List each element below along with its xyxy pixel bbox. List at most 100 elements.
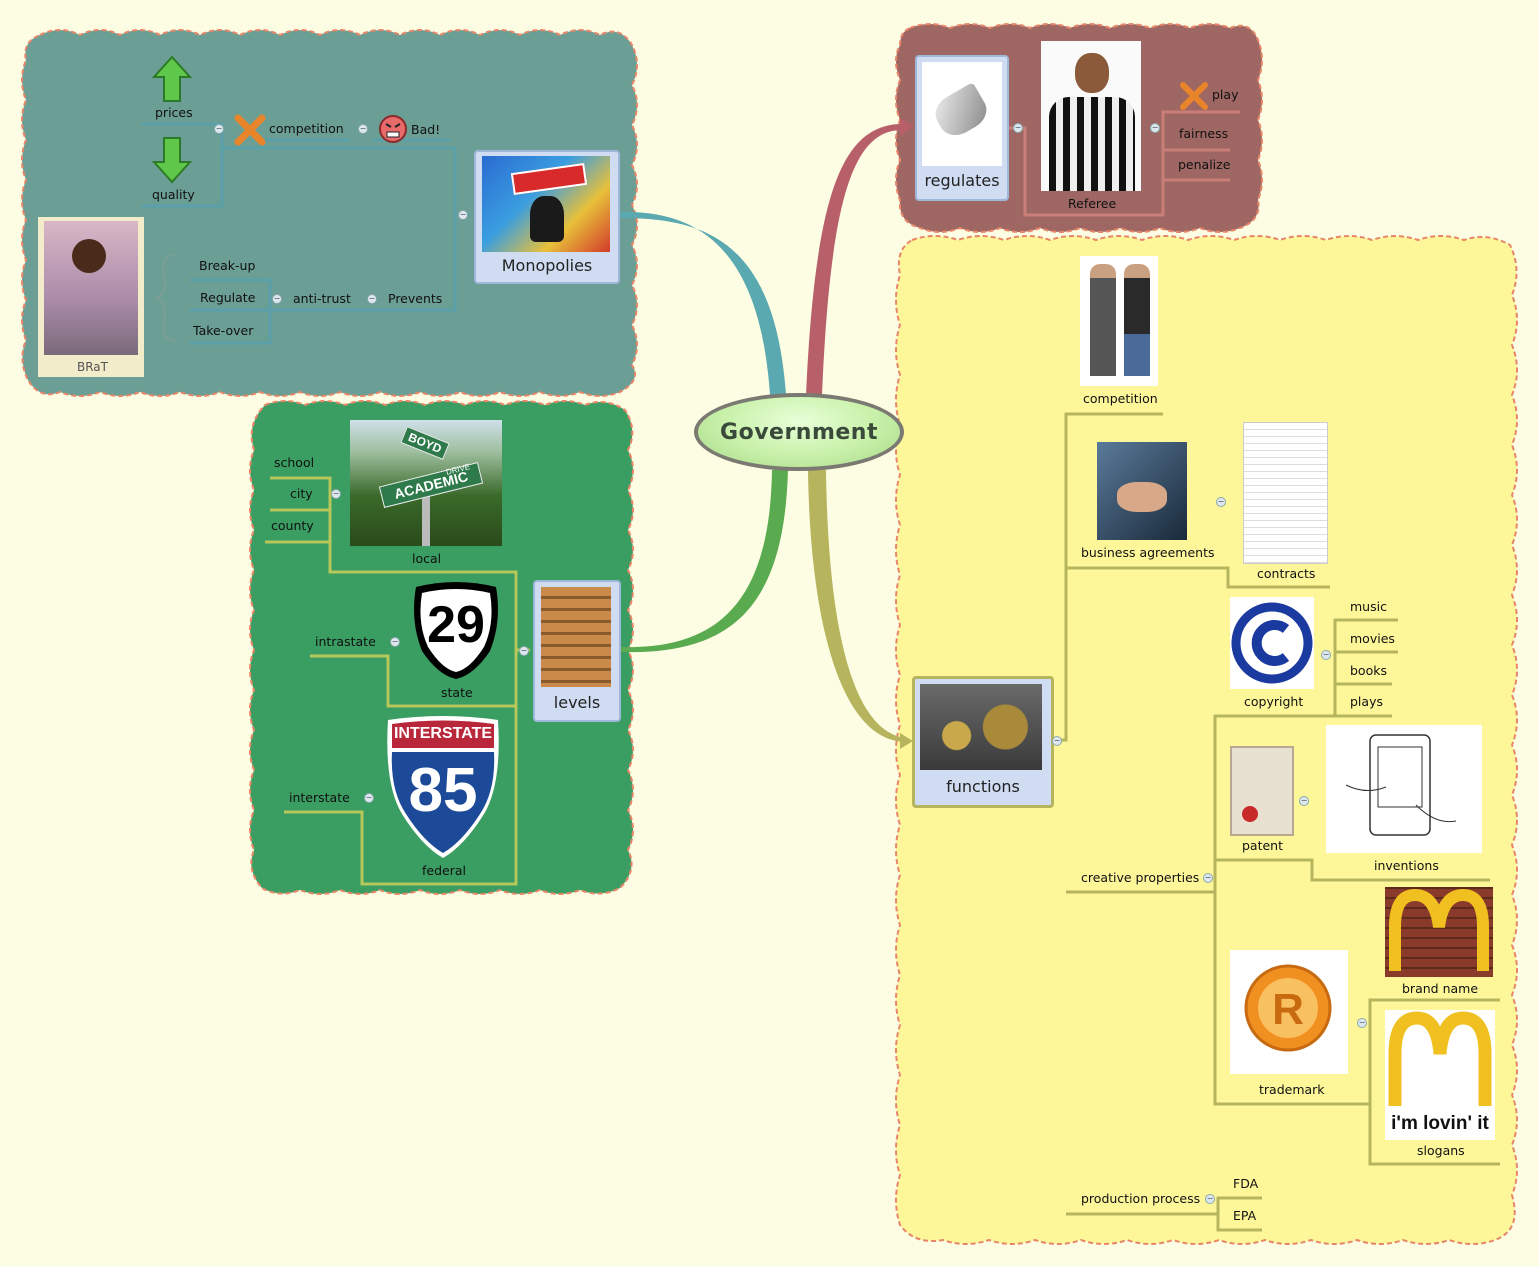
handshake-image xyxy=(1097,442,1187,540)
central-topic[interactable]: Government xyxy=(694,393,904,471)
movies-label: movies xyxy=(1350,631,1395,646)
slogan-logo-image: i'm lovin' it xyxy=(1385,1010,1495,1140)
inventions-label: inventions xyxy=(1374,858,1439,873)
regulates-collapse-toggle[interactable]: − xyxy=(1013,123,1023,133)
penalize-label: penalize xyxy=(1178,157,1231,172)
functions-competition-label: competition xyxy=(1083,391,1158,406)
quality-label: quality xyxy=(152,187,195,202)
interstate-85-shield: INTERSTATE 85 xyxy=(384,714,502,860)
city-label: city xyxy=(290,486,313,501)
brand-name-logo-image xyxy=(1385,887,1493,977)
slogan-text: i'm lovin' it xyxy=(1391,1113,1489,1134)
us-route-29-shield: 29 xyxy=(410,581,502,681)
central-topic-label: Government xyxy=(720,419,878,445)
monopoly-box-image xyxy=(482,156,610,252)
epa-label: EPA xyxy=(1233,1208,1257,1223)
federal-collapse-toggle[interactable]: − xyxy=(364,793,374,803)
referee-label: Referee xyxy=(1068,196,1117,211)
regulates-topic[interactable]: regulates xyxy=(915,55,1009,201)
gears-image xyxy=(920,684,1042,770)
local-label: local xyxy=(412,551,442,566)
svg-text:R: R xyxy=(1272,985,1304,1034)
invention-drawing-image xyxy=(1326,725,1482,853)
regulates-label: regulates xyxy=(924,171,1000,190)
functions-collapse-toggle[interactable]: − xyxy=(1052,736,1062,746)
federal-label: federal xyxy=(422,863,466,878)
school-label: school xyxy=(274,455,315,470)
creative-properties-label: creative properties xyxy=(1081,870,1200,885)
production-process-label: production process xyxy=(1081,1191,1201,1206)
anti-trust-collapse-toggle[interactable]: − xyxy=(367,294,377,304)
referee-image xyxy=(1041,41,1141,191)
brat-brace xyxy=(154,253,177,343)
patent-label: patent xyxy=(1242,838,1284,853)
bad-label: Bad! xyxy=(411,122,441,137)
levels-topic[interactable]: levels xyxy=(533,580,621,722)
business-agreements-collapse-toggle[interactable]: − xyxy=(1216,497,1226,507)
prices-label: prices xyxy=(155,105,193,120)
patent-document-image xyxy=(1230,746,1294,836)
route-29-number: 29 xyxy=(427,596,485,654)
levels-connectors xyxy=(265,476,530,886)
referee-collapse-toggle[interactable]: − xyxy=(1150,123,1160,133)
trademark-collapse-toggle[interactable]: − xyxy=(1357,1018,1367,1028)
trademark-label: trademark xyxy=(1259,1082,1325,1097)
books-label: books xyxy=(1350,663,1387,678)
prices-collapse-toggle[interactable]: − xyxy=(214,124,224,134)
regulate-label: Regulate xyxy=(200,290,256,305)
play-label: play xyxy=(1212,87,1239,102)
sign-boyd: BOYD xyxy=(400,426,450,460)
functions-label: functions xyxy=(946,777,1020,796)
arrow-down-icon xyxy=(152,136,192,184)
interstate-sign-text: INTERSTATE xyxy=(393,725,493,742)
copyright-symbol-image xyxy=(1230,597,1314,689)
prevents-label: Prevents xyxy=(388,291,443,306)
county-label: county xyxy=(271,518,314,533)
whistle-image xyxy=(922,62,1002,166)
patent-collapse-toggle[interactable]: − xyxy=(1299,796,1309,806)
take-over-label: Take-over xyxy=(193,323,254,338)
state-label: state xyxy=(441,685,473,700)
branch-levels xyxy=(620,470,788,653)
street-sign-image: ACADEMIC BOYD DRIVE xyxy=(350,420,502,546)
levels-collapse-toggle[interactable]: − xyxy=(519,646,529,656)
music-label: music xyxy=(1350,599,1387,614)
interstate-label: interstate xyxy=(289,790,350,805)
intrastate-label: intrastate xyxy=(315,634,376,649)
monopolies-boundary xyxy=(21,29,638,397)
cross-icon xyxy=(234,114,266,146)
brat-label: BRaT xyxy=(77,360,108,374)
production-process-collapse-toggle[interactable]: − xyxy=(1205,1194,1215,1204)
monopolies-topic[interactable]: Monopolies xyxy=(474,150,620,284)
angry-face-icon xyxy=(378,114,408,144)
levels-label: levels xyxy=(553,693,601,712)
fairness-label: fairness xyxy=(1179,126,1229,141)
state-collapse-toggle[interactable]: − xyxy=(390,637,400,647)
monopolies-collapse-toggle[interactable]: − xyxy=(458,210,468,220)
copyright-collapse-toggle[interactable]: − xyxy=(1321,650,1331,660)
contract-document-image xyxy=(1243,422,1328,564)
staircase-image xyxy=(541,587,611,687)
anti-trust-label: anti-trust xyxy=(293,291,351,306)
arrow-up-icon xyxy=(152,55,192,103)
copyright-label: copyright xyxy=(1244,694,1304,709)
arrowhead-functions xyxy=(900,733,913,749)
break-up-label: Break-up xyxy=(199,258,256,273)
route-85-number: 85 xyxy=(408,756,478,825)
fda-label: FDA xyxy=(1233,1176,1259,1191)
arrowhead-regulates xyxy=(900,118,914,136)
branch-monopolies xyxy=(620,211,786,395)
competition-collapse-toggle[interactable]: − xyxy=(358,124,368,134)
monopoly-competition-label: competition xyxy=(269,121,344,136)
creative-properties-collapse-toggle[interactable]: − xyxy=(1203,873,1213,883)
regulate-collapse-toggle[interactable]: − xyxy=(272,294,282,304)
slogans-label: slogans xyxy=(1417,1143,1465,1158)
functions-topic[interactable]: functions xyxy=(912,676,1054,808)
branch-functions xyxy=(808,470,905,742)
brand-name-label: brand name xyxy=(1402,981,1479,996)
branch-regulates xyxy=(806,124,900,395)
brat-doll-image xyxy=(38,217,144,377)
business-agreements-label: business agreements xyxy=(1081,545,1215,560)
monopolies-label: Monopolies xyxy=(501,256,593,275)
local-collapse-toggle[interactable]: − xyxy=(331,489,341,499)
